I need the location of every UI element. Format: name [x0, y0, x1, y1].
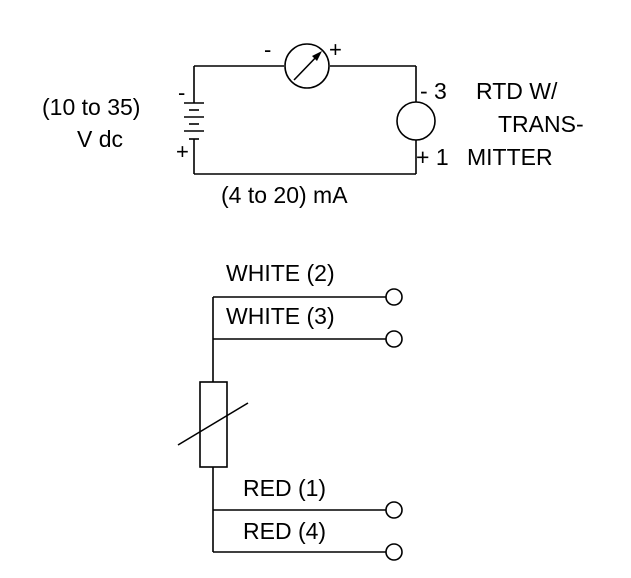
device-label-line1: RTD W/ — [476, 78, 558, 104]
lead-label-white-2: WHITE (2) — [226, 260, 335, 286]
lead-label-red-1: RED (1) — [243, 475, 326, 501]
supply-minus-sign: - — [178, 80, 185, 105]
lead-label-red-4: RED (4) — [243, 518, 326, 544]
ammeter-icon — [284, 43, 330, 89]
terminal-1-label: + 1 — [416, 144, 449, 170]
terminal-red-1 — [385, 501, 403, 519]
device-label-line2: TRANS- — [498, 111, 584, 137]
terminal-red-4 — [385, 543, 403, 561]
current-range-label: (4 to 20) mA — [221, 182, 348, 208]
meter-minus-sign: - — [264, 37, 271, 62]
terminal-3-label: - 3 — [420, 78, 447, 104]
supply-plus-sign: + — [176, 139, 189, 164]
supply-voltage-label-line1: (10 to 35) — [42, 94, 140, 120]
terminal-white-3 — [385, 330, 403, 348]
terminal-white-2 — [385, 288, 403, 306]
meter-plus-sign: + — [329, 37, 342, 62]
loop-circuit: (10 to 35) V dc - + - + (4 to 20) mA - 3… — [42, 37, 584, 208]
rtd-resistor-icon — [199, 381, 228, 468]
device-label-line3: MITTER — [467, 144, 553, 170]
lead-label-white-3: WHITE (3) — [226, 303, 335, 329]
supply-voltage-label-line2: V dc — [77, 126, 123, 152]
transmitter-icon — [396, 101, 436, 141]
rtd-variable-arrow-icon — [177, 402, 249, 446]
battery-icon — [184, 102, 204, 140]
rtd-wiring: WHITE (2) WHITE (3) RED (1) RED (4) — [177, 260, 403, 561]
